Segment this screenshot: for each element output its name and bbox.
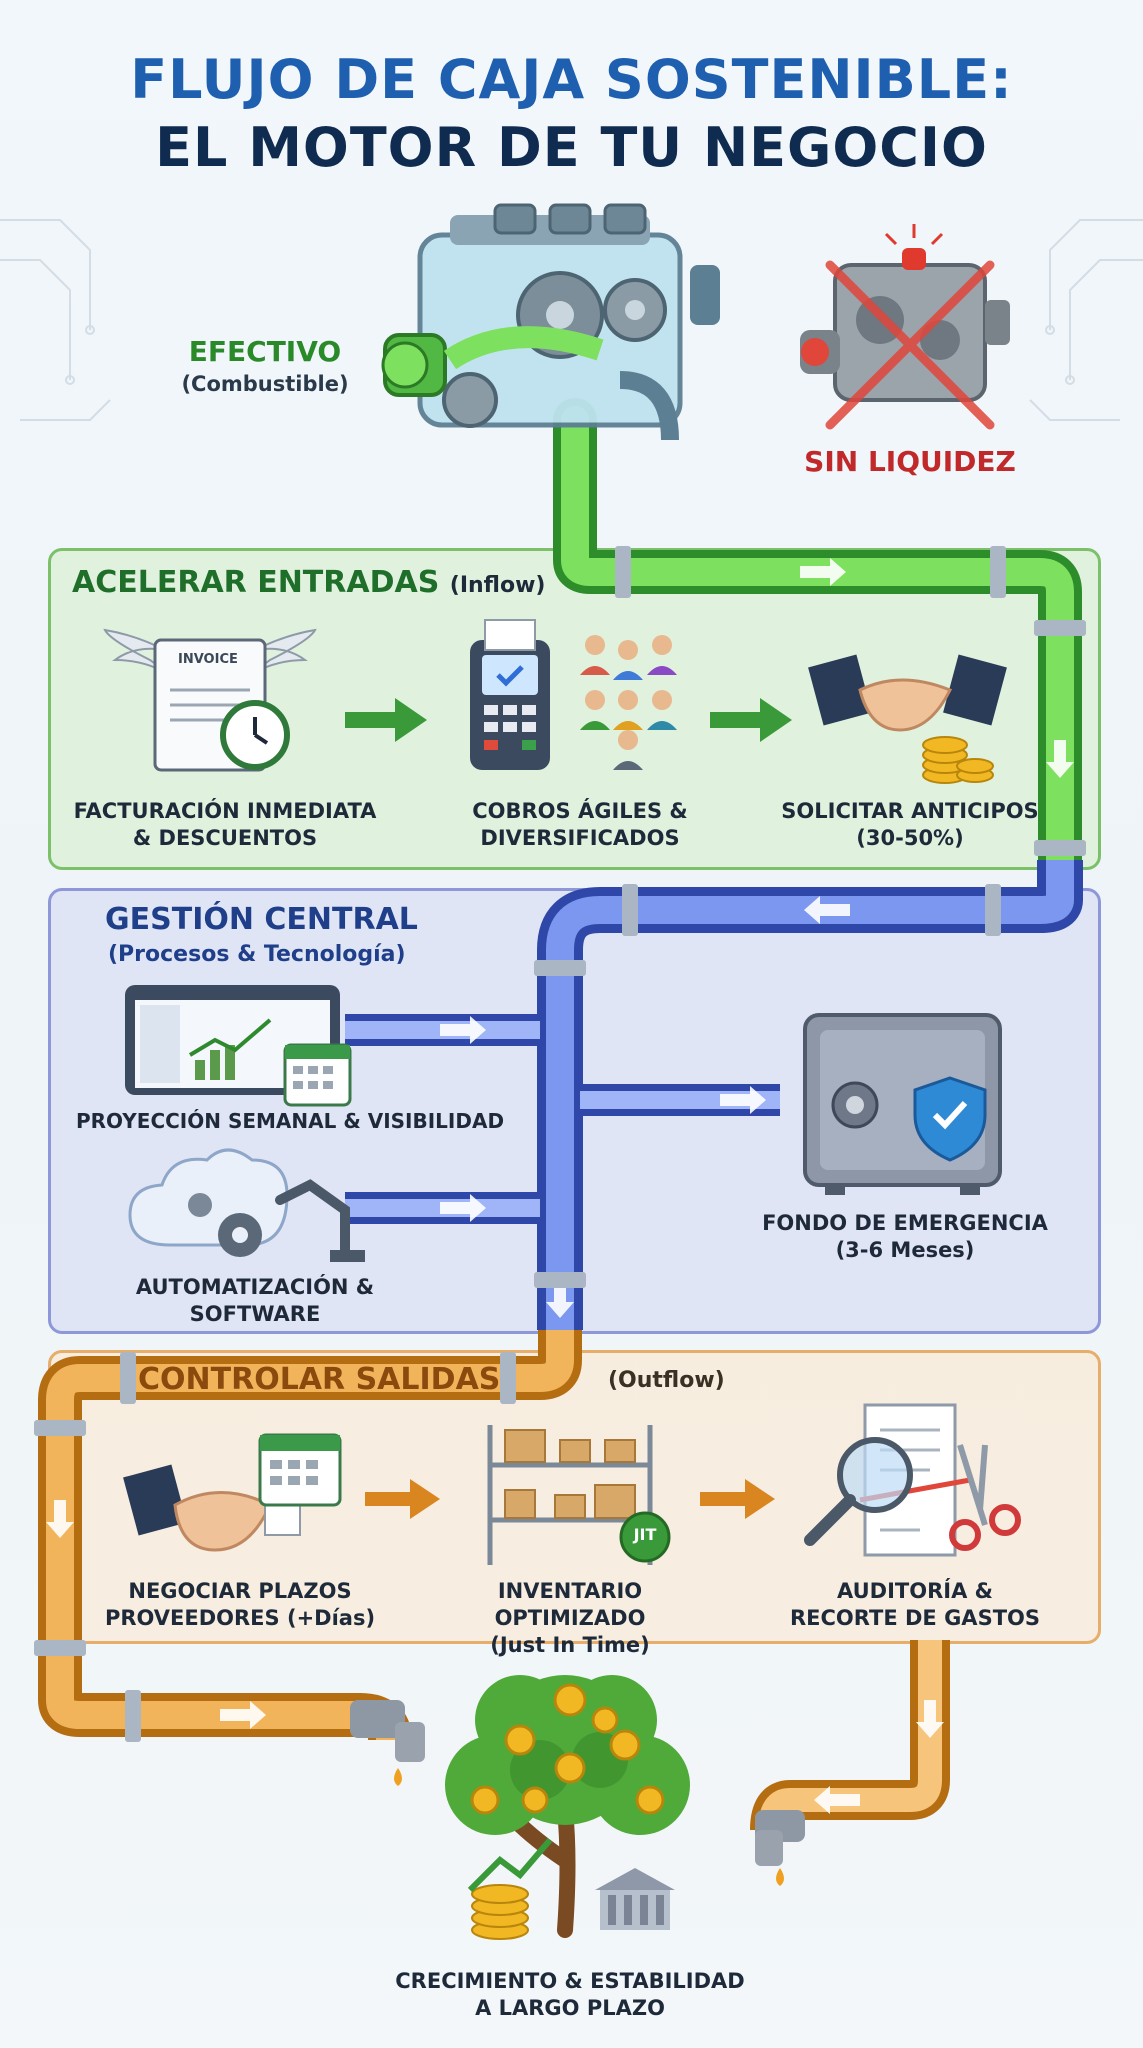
core-item-2-label: AUTOMATIZACIÓN &SOFTWARE — [135, 1275, 375, 1326]
inflow-item-3-label: SOLICITAR ANTICIPOS(30-50%) — [781, 799, 1039, 850]
arrow-right-icon — [365, 1479, 440, 1519]
scissors-icon — [949, 1444, 1021, 1551]
core-title: GESTIÓN CENTRAL — [105, 902, 418, 937]
handshake-icon — [808, 654, 1007, 732]
inflow-item-2-label: COBROS ÁGILES &DIVERSIFICADOS — [472, 799, 688, 850]
cross-icon — [825, 260, 995, 430]
jit-badge-icon — [619, 1511, 671, 1563]
coin-stack-icon — [471, 1884, 529, 1940]
core-item-1-label: PROYECCIÓN SEMANAL & VISIBILIDAD — [75, 1109, 505, 1133]
coins-icon — [922, 736, 994, 784]
page-title-line2: EL MOTOR DE TU NEGOCIO — [155, 116, 988, 179]
engine-label: EFECTIVO — [188, 335, 342, 368]
invoice-text: INVOICE — [178, 652, 238, 667]
jit-badge-text: JIT — [633, 1525, 657, 1544]
outflow-item-3-label: AUDITORÍA &RECORTE DE GASTOS — [790, 1579, 1040, 1630]
inflow-title: ACELERAR ENTRADAS (Inflow) — [72, 565, 546, 600]
magnifier-icon — [804, 1437, 913, 1546]
gear-icon — [188, 1193, 262, 1257]
arrow-right-icon — [700, 1479, 775, 1519]
broken-engine-label: SIN LIQUIDEZ — [804, 445, 1016, 478]
inflow-item-1-label: FACTURACIÓN INMEDIATA& DESCUENTOS — [73, 799, 377, 850]
pos-terminal-icon — [470, 619, 550, 770]
outflow-tag: (Outflow) — [608, 1368, 725, 1393]
page-title-line1: FLUJO DE CAJA SOSTENIBLE: — [130, 48, 1013, 111]
arrow-right-icon — [710, 698, 792, 742]
growth-arrow-icon — [467, 1838, 553, 1893]
core-subtitle: (Procesos & Tecnología) — [108, 942, 406, 967]
people-icon — [580, 635, 677, 770]
calendar-icon — [258, 1433, 342, 1507]
outflow-item-2-label: INVENTARIO OPTIMIZADO(Just In Time) — [490, 1579, 650, 1657]
engine-sublabel: (Combustible) — [181, 372, 349, 396]
bank-icon — [595, 1868, 675, 1930]
arrow-right-icon — [345, 698, 427, 742]
clock-icon — [220, 700, 290, 770]
shield-check-icon — [913, 1076, 987, 1162]
coin-icon — [470, 1683, 665, 1815]
core-item-3-label: FONDO DE EMERGENCIA(3-6 Meses) — [762, 1211, 1048, 1262]
calendar-icon — [283, 1043, 352, 1107]
shelf-icon — [487, 1425, 653, 1565]
outflow-title: CONTROLAR SALIDAS — [138, 1362, 501, 1397]
robot-arm-icon — [275, 1179, 350, 1260]
